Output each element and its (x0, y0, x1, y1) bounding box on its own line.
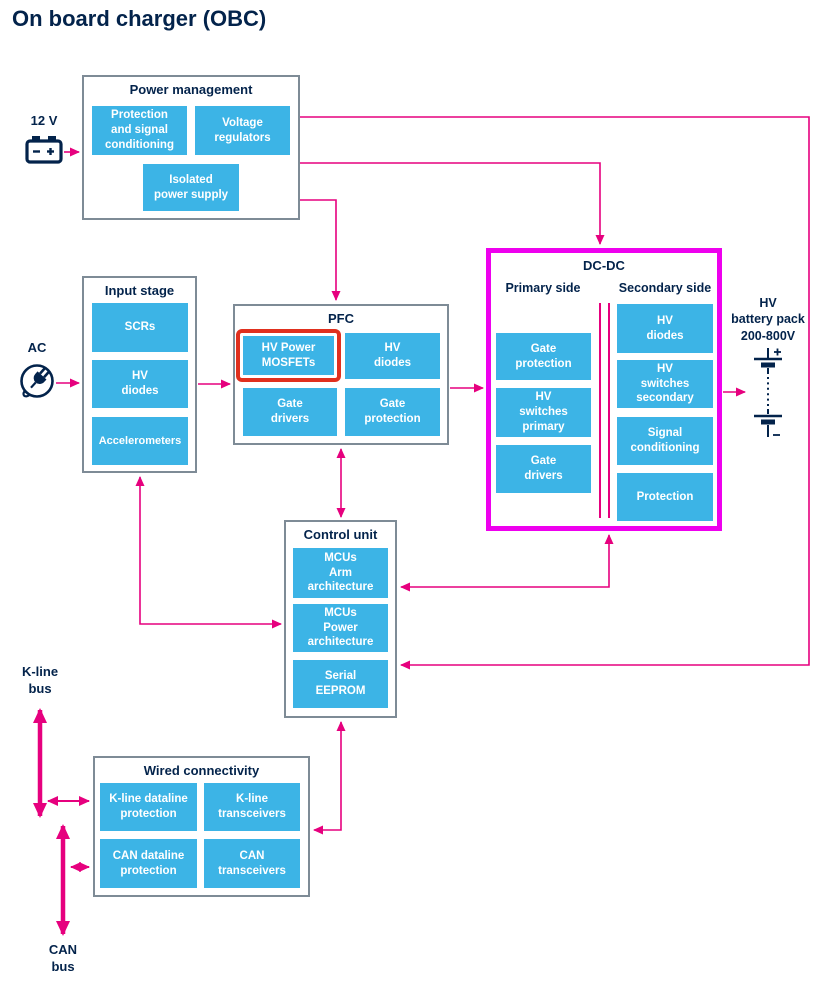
pfc-title: PFC (328, 311, 354, 326)
chip-serial-eeprom: Serial EEPROM (293, 660, 388, 708)
chip-kline-dataline-protection: K-line dataline protection (100, 783, 197, 831)
wire-control-wired (313, 721, 346, 835)
battery-12v-label: 12 V (30, 113, 58, 128)
control-unit-block: Control unit MCUs Arm architecture MCUs … (284, 520, 397, 718)
input-stage-block: Input stage SCRs HV diodes Accelerometer… (82, 276, 197, 473)
highlight-hv-power-mosfets: HV Power MOSFETs (236, 329, 341, 382)
ac-label: AC (27, 340, 47, 355)
page-title: On board charger (OBC) (12, 6, 267, 31)
input-stage-title: Input stage (104, 283, 175, 298)
chip-gate-drivers-primary: Gate drivers (496, 445, 591, 493)
dcdc-title: DC-DC (583, 258, 625, 273)
battery-12v-icon (25, 136, 63, 164)
kline-bus-label: K-line bus (21, 664, 59, 696)
dcdc-primary-side-header: Primary side (505, 281, 581, 295)
chip-isolated-power-supply: Isolated power supply (143, 164, 239, 211)
wired-connectivity-block: Wired connectivity K-line dataline prote… (93, 756, 310, 897)
isolation-barrier-line-1 (599, 303, 601, 518)
chip-protection-and-signal-conditioning: Protection and signal conditioning (92, 106, 187, 155)
chip-accelerometers: Accelerometers (92, 417, 188, 465)
chip-gate-drivers-pfc: Gate drivers (243, 388, 337, 436)
wired-connectivity-title: Wired connectivity (143, 763, 260, 778)
chip-hv-switches-secondary: HV switches secondary (617, 360, 713, 408)
power-management-title: Power management (129, 82, 253, 97)
chip-hv-diodes-input: HV diodes (92, 360, 188, 408)
wire-pm-to-pfc (300, 199, 341, 301)
chip-mcus-power-architecture: MCUs Power architecture (293, 604, 388, 652)
chip-mcus-arm-architecture: MCUs Arm architecture (293, 548, 388, 598)
chip-gate-protection-primary: Gate protection (496, 333, 591, 380)
hv-battery-pack-label: HV battery pack 200-800V (731, 296, 805, 343)
chip-scrs: SCRs (92, 303, 188, 352)
chip-hv-diodes-pfc: HV diodes (345, 333, 440, 379)
chip-can-transceivers: CAN transceivers (204, 839, 300, 888)
wire-input-control (135, 476, 282, 629)
ac-plug-icon (20, 364, 54, 398)
control-unit-title: Control unit (303, 527, 378, 542)
chip-voltage-regulators: Voltage regulators (195, 106, 290, 155)
chip-signal-conditioning: Signal conditioning (617, 417, 713, 465)
wire-dcdc-control (400, 534, 614, 592)
can-bus-label: CAN bus (48, 942, 78, 974)
chip-gate-protection-pfc: Gate protection (345, 388, 440, 436)
dcdc-secondary-side-header: Secondary side (618, 281, 712, 295)
chip-hv-power-mosfets: HV Power MOSFETs (243, 336, 334, 375)
chip-protection-secondary: Protection (617, 473, 713, 521)
pfc-block: PFC HV Power MOSFETs HV diodes Gate driv… (233, 304, 449, 445)
chip-hv-diodes-secondary: HV diodes (617, 304, 713, 353)
dcdc-block: DC-DC Primary side Secondary side Gate p… (486, 248, 722, 531)
chip-hv-switches-primary: HV switches primary (496, 388, 591, 437)
power-management-block: Power management Protection and signal c… (82, 75, 300, 220)
hv-battery-pack-icon (754, 348, 782, 437)
chip-can-dataline-protection: CAN dataline protection (100, 839, 197, 888)
chip-kline-transceivers: K-line transceivers (204, 783, 300, 831)
wire-pm-to-dcdc (300, 162, 605, 245)
isolation-barrier-line-2 (608, 303, 610, 518)
